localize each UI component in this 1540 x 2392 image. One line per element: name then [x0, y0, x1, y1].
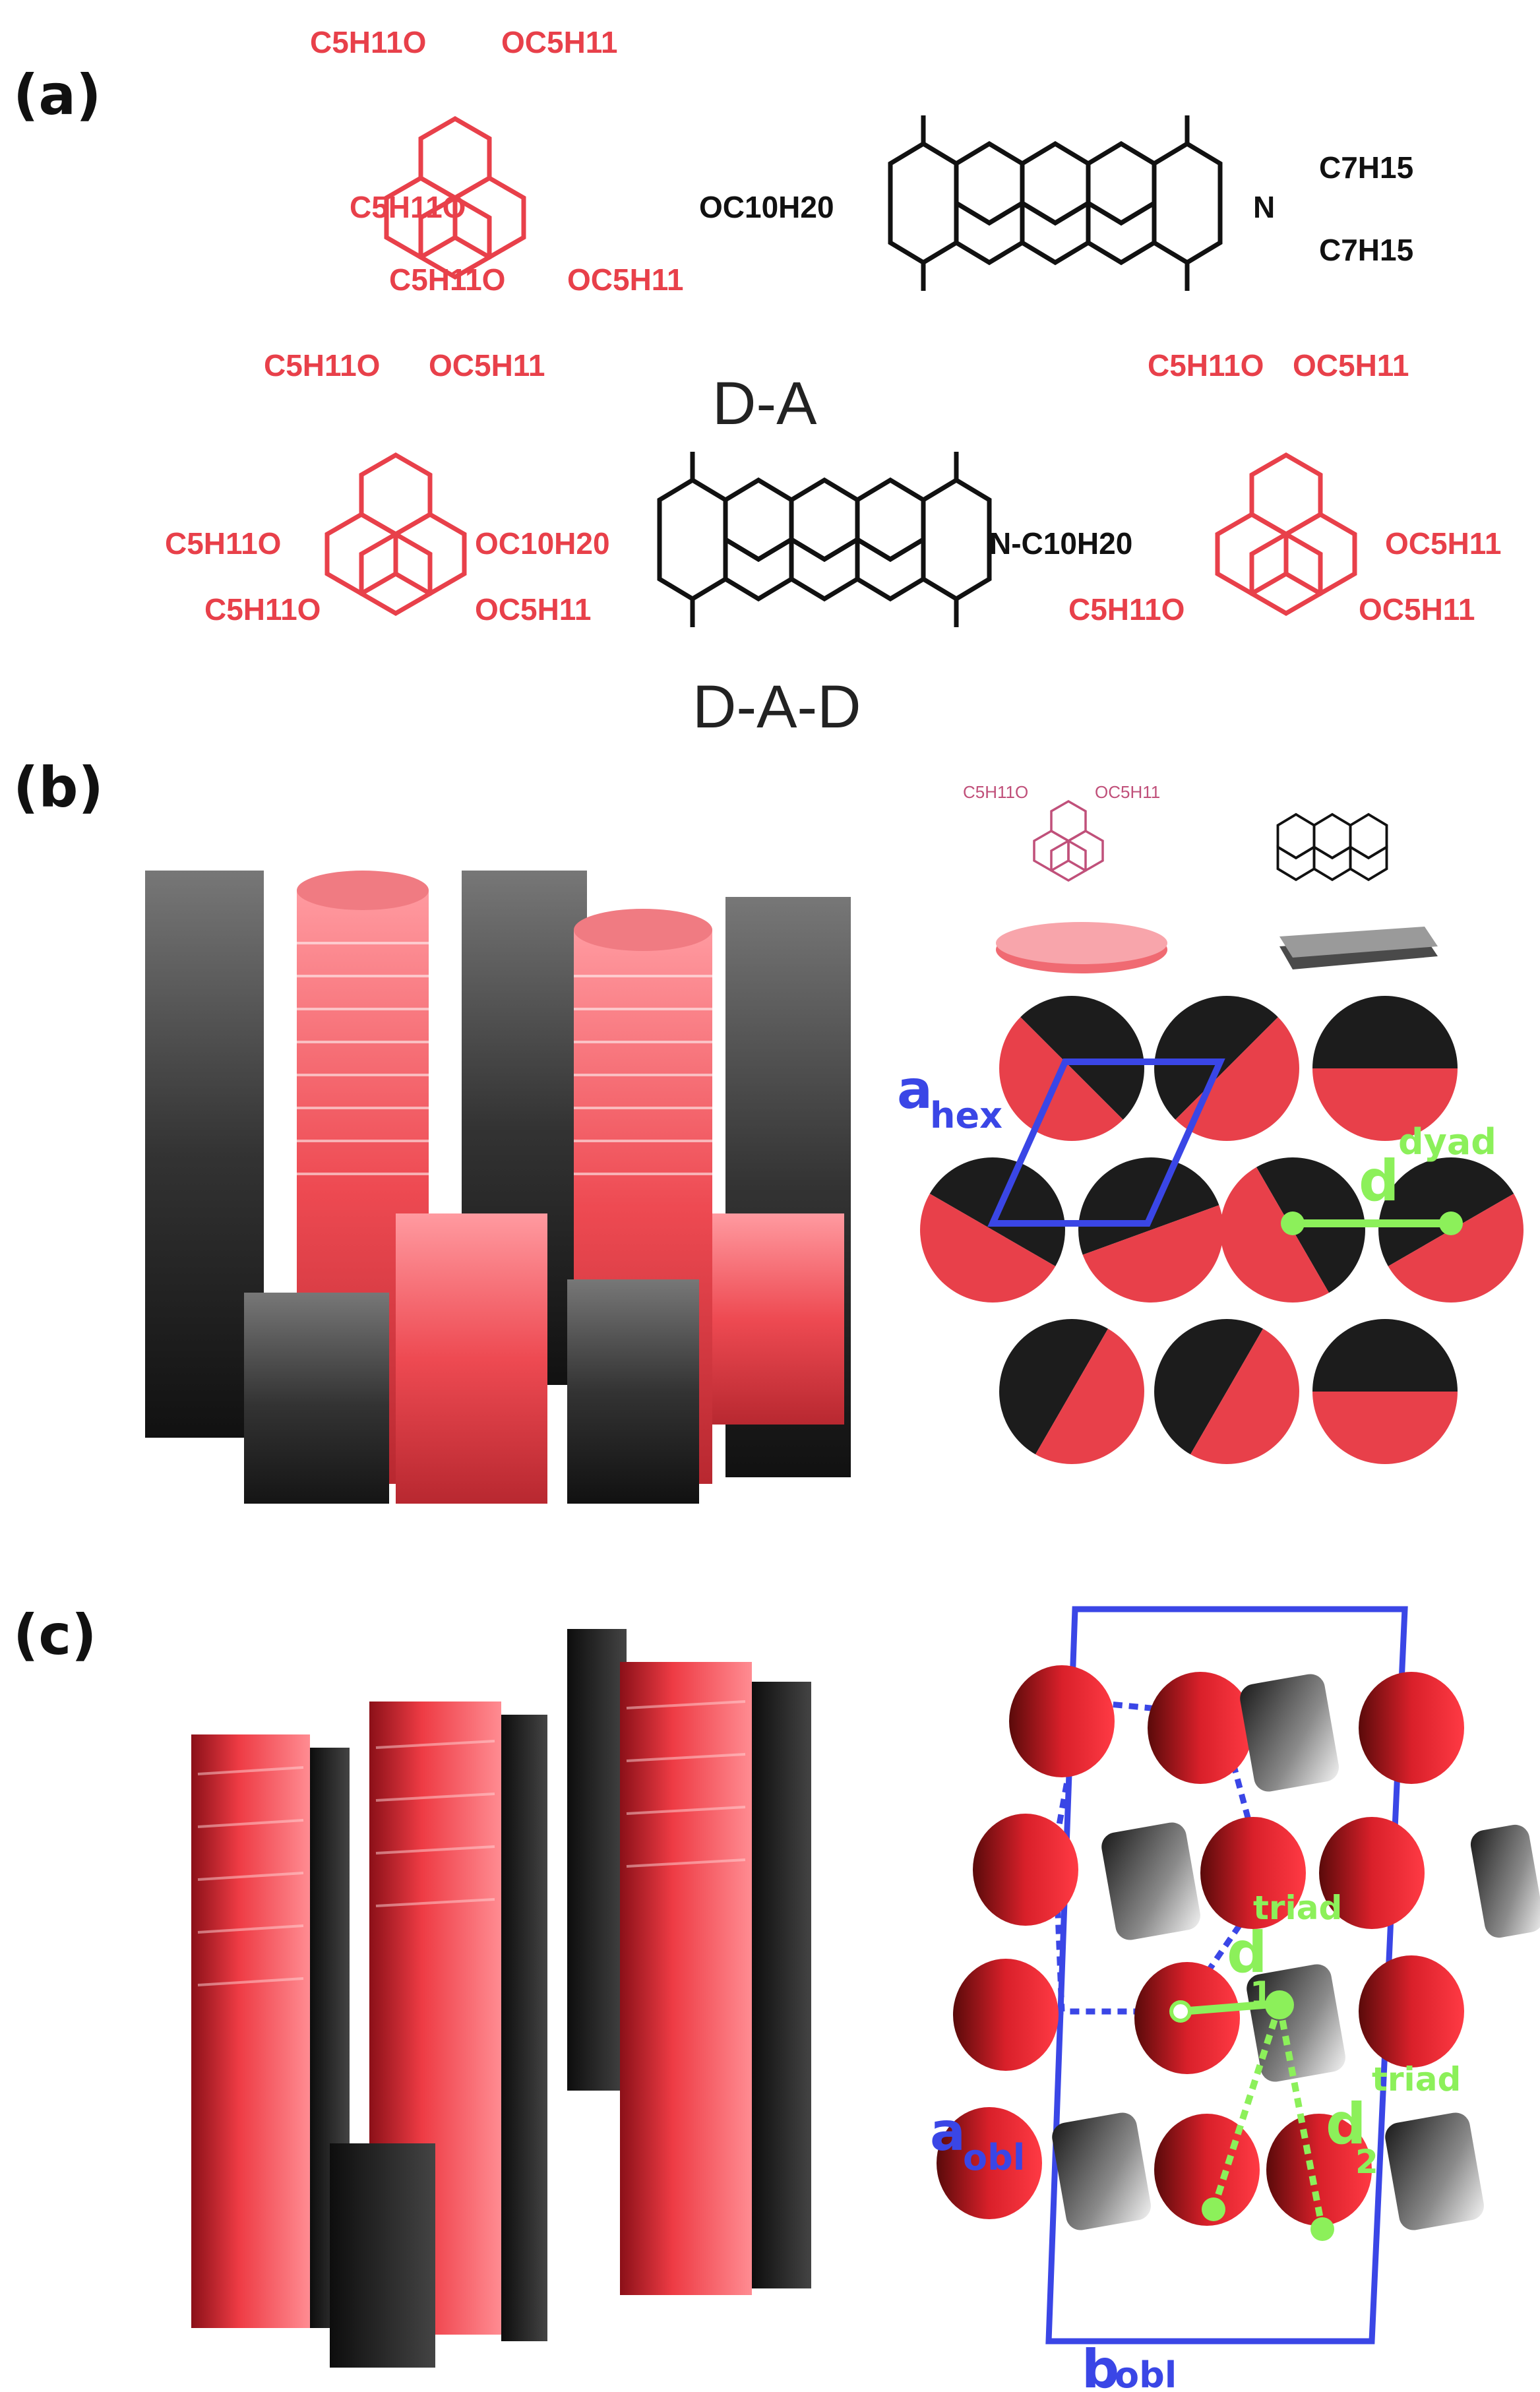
chem-label-oc5-6: OC5H11	[1385, 526, 1501, 561]
a-hex-main: a	[897, 1059, 933, 1120]
chem-label-c7-2: C7H15	[1319, 233, 1413, 267]
chem-label-n-1: N	[1253, 190, 1275, 224]
chem-label-c5-5: C5H11O	[165, 526, 281, 561]
chem-label-c5-7: C5H11O	[1148, 348, 1264, 383]
panel-c-figure: d 1 triad d 2 triad a obl b obl	[191, 1606, 1540, 2392]
a-obl-sub: obl	[963, 2137, 1025, 2178]
chem-label-oc5-4: OC5H11	[475, 592, 591, 627]
d1-sup: triad	[1253, 1889, 1342, 1927]
legend-c5-label: C5H11O	[963, 782, 1028, 802]
panel-label-c: (c)	[13, 1603, 97, 1667]
split-circle	[1312, 1319, 1458, 1464]
legend-acceptor	[1276, 813, 1438, 969]
chem-label-c5-8: C5H11O	[1068, 592, 1185, 627]
columnar-stack-b	[145, 871, 851, 1504]
split-circle	[1378, 1157, 1524, 1303]
d2-main: d	[1326, 2091, 1367, 2157]
d-dyad-main: d	[1359, 1148, 1400, 1214]
chem-label-c5-3: C5H11O	[389, 262, 505, 297]
split-circle	[1154, 1319, 1299, 1464]
d2-sup: triad	[1372, 2060, 1461, 2099]
split-circle	[999, 1319, 1144, 1464]
triphenylene-donor-2	[327, 455, 464, 613]
molecule-name-da: D-A	[712, 370, 817, 437]
split-circle	[1078, 1157, 1223, 1303]
molecule-name-dad: D-A-D	[693, 673, 861, 741]
chem-label-oc5-7: OC5H11	[1359, 592, 1475, 627]
chem-label-c5-4: C5H11O	[264, 348, 380, 383]
chem-label-oc5-3: OC5H11	[429, 348, 545, 383]
chem-label-oc10-1: OC10H20	[699, 190, 834, 224]
chem-label-oc5-1: OC5H11	[501, 25, 617, 59]
chem-label-oc10-2: OC10H20	[475, 526, 610, 561]
split-circle	[999, 996, 1144, 1141]
split-circle	[1154, 996, 1299, 1141]
chem-label-c5-1: C5H11O	[310, 25, 426, 59]
d1-main: d	[1227, 1920, 1268, 1986]
perylene-acceptor-2	[660, 452, 989, 627]
d-dyad-sup: dyad	[1398, 1121, 1496, 1163]
panel-b-figure: C5H11O OC5H11 a hex d dyad	[145, 782, 1524, 1504]
hex-lattice: a hex d dyad	[897, 996, 1524, 1464]
split-circle	[1312, 996, 1458, 1141]
chem-label-oc5-5: OC5H11	[1293, 348, 1409, 383]
d2-sub: 2	[1355, 2143, 1378, 2181]
legend-oc5-label: OC5H11	[1095, 782, 1160, 802]
split-circle	[920, 1157, 1065, 1303]
panel-label-b: (b)	[13, 755, 104, 820]
d1-sub: 1	[1250, 1975, 1273, 2013]
d2-line-a	[1210, 2004, 1283, 2211]
triphenylene-donor-3	[1217, 455, 1355, 613]
chem-label-c5-6: C5H11O	[204, 592, 321, 627]
columnar-stack-c	[191, 1629, 811, 2368]
oblique-lattice: d 1 triad d 2 triad a obl b obl	[930, 1606, 1540, 2392]
a-obl-main: a	[930, 2101, 966, 2162]
oblique-cell	[1045, 1606, 1408, 2345]
d1-line	[1180, 2000, 1280, 2015]
chem-label-oc5-2: OC5H11	[567, 262, 683, 297]
b-obl-sub: obl	[1115, 2354, 1177, 2392]
a-hex-cell	[987, 1058, 1225, 1227]
b-obl-main: b	[1082, 2339, 1119, 2392]
chem-label-c7-1: C7H15	[1319, 150, 1413, 185]
chem-label-c5-2: C5H11O	[350, 190, 466, 224]
chem-label-c10n: N-C10H20	[989, 526, 1132, 561]
d2-line-b	[1276, 2004, 1326, 2230]
a-hex-sub: hex	[930, 1095, 1002, 1136]
panel-label-a: (a)	[13, 63, 102, 127]
chemical-structures: C5H11O OC5H11 C5H11O C5H11O OC5H11 OC10H…	[165, 25, 1501, 725]
legend-donor: C5H11O OC5H11	[963, 782, 1167, 973]
perylene-acceptor-1	[890, 115, 1220, 291]
